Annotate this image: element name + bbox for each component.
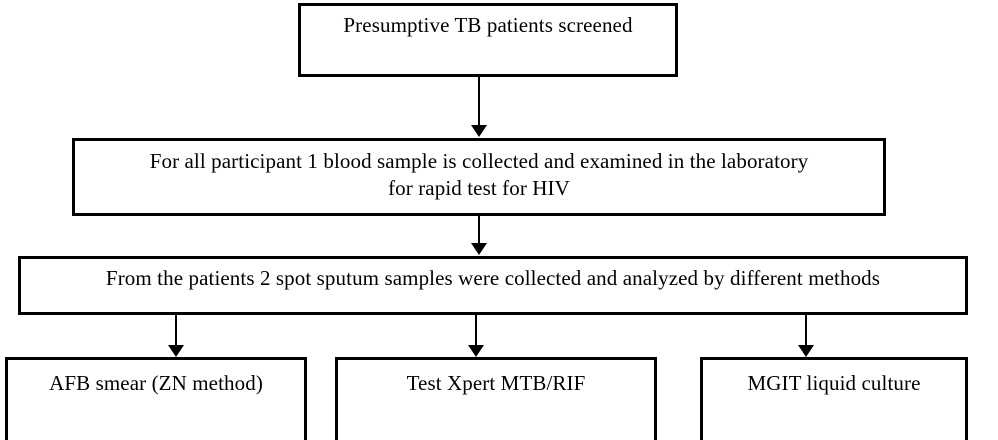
arrow-line [805,315,807,346]
arrow-head-icon [798,345,814,357]
node-presumptive-tb-patients-screened[interactable]: Presumptive TB patients screened [298,3,678,77]
arrow-line [478,77,480,126]
node-sputum-samples-collected[interactable]: From the patients 2 spot sputum samples … [18,256,968,315]
node-test-xpert-mtb-rif[interactable]: Test Xpert MTB/RIF [335,357,657,440]
arrow-head-icon [468,345,484,357]
node-label: MGIT liquid culture [747,371,921,395]
node-label: AFB smear (ZN method) [49,371,263,395]
node-label: Test Xpert MTB/RIF [406,371,586,395]
arrow-head-icon [168,345,184,357]
node-label: From the patients 2 spot sputum samples … [105,266,881,290]
node-mgit-liquid-culture[interactable]: MGIT liquid culture [700,357,968,440]
node-label: Presumptive TB patients screened [343,13,633,37]
arrow-head-icon [471,125,487,137]
arrow-line [175,315,177,346]
node-label: For all participant 1 blood sample is co… [149,149,809,200]
arrow-head-icon [471,243,487,255]
arrow-line [475,315,477,346]
arrow-line [478,216,480,244]
node-afb-smear-zn-method[interactable]: AFB smear (ZN method) [5,357,307,440]
node-blood-sample-hiv-rapid-test[interactable]: For all participant 1 blood sample is co… [72,138,886,216]
